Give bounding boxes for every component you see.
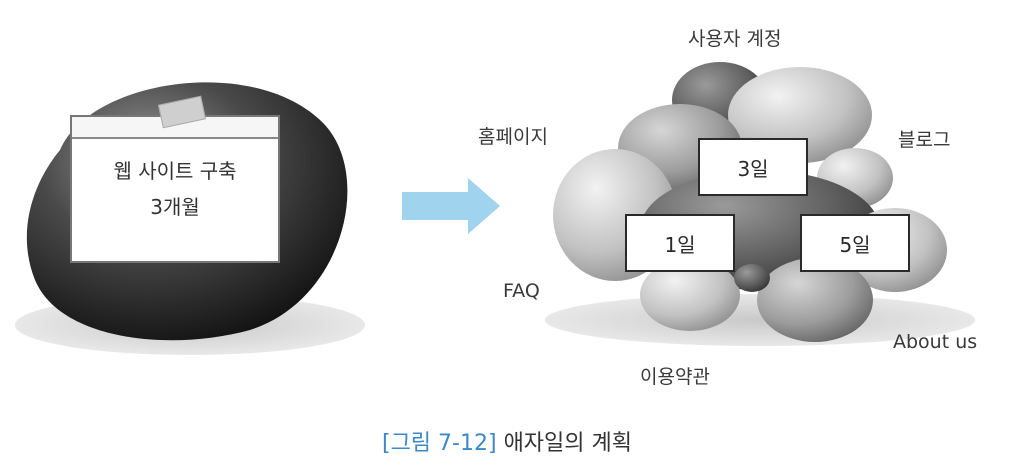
project-card-strip xyxy=(72,117,278,139)
sprint-card-1day: 1일 xyxy=(625,214,735,272)
figure-caption: [그림 7-12] 애자일의 계획 xyxy=(0,425,1014,457)
arrow-right-icon xyxy=(402,178,500,234)
feature-user-account: 사용자 계정 xyxy=(688,28,782,50)
project-card-duration: 3개월 xyxy=(150,195,200,219)
feature-faq: FAQ xyxy=(503,280,540,302)
project-card-title: 웹 사이트 구축 xyxy=(113,159,237,183)
figure-title: 애자일의 계획 xyxy=(503,431,632,456)
sprint-card-5day: 5일 xyxy=(800,214,910,272)
feature-about-us: About us xyxy=(893,331,978,353)
sprint-card-label: 3일 xyxy=(737,156,769,181)
figure-number: [그림 7-12] xyxy=(381,431,497,456)
feature-terms: 이용약관 xyxy=(640,366,710,388)
sprint-card-label: 5일 xyxy=(839,232,871,257)
project-card: 웹 사이트 구축 3개월 xyxy=(70,115,280,263)
sprint-card-3day: 3일 xyxy=(698,138,808,196)
feature-blog: 블로그 xyxy=(898,129,951,151)
feature-homepage: 홈페이지 xyxy=(478,126,548,148)
sprint-card-label: 1일 xyxy=(664,232,696,257)
